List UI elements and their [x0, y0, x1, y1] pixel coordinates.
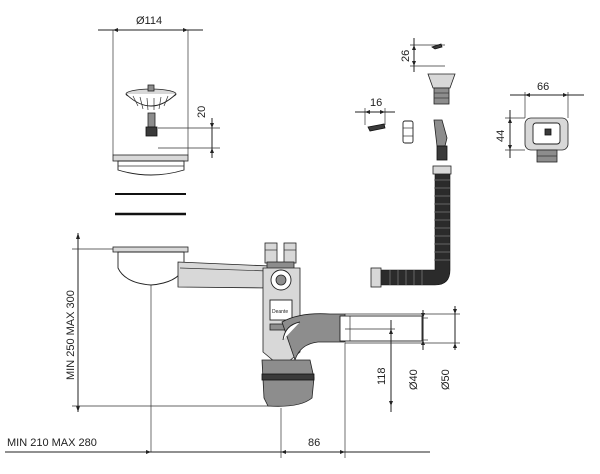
clip-16-label: 16 — [370, 97, 382, 109]
connector-44-label: 44 — [495, 130, 507, 142]
overflow-connector: 66 44 — [495, 81, 584, 163]
total-width-label: MIN 210 MAX 280 — [7, 437, 97, 449]
overflow-hose — [370, 165, 452, 288]
strainer-body — [112, 154, 189, 176]
outlet-offset-dim: 86 — [275, 343, 430, 458]
diameter-50-dim: Ø50 — [345, 306, 460, 390]
trap-cup — [261, 359, 315, 407]
clip-plate — [402, 120, 414, 144]
outlet-pipe — [281, 313, 423, 362]
strainer-basket — [125, 84, 177, 111]
diameter-114-label: Ø114 — [136, 15, 162, 27]
outlet-pipe-body — [339, 315, 423, 342]
overflow-badge-text: Deante — [272, 309, 288, 315]
clip-part: 16 — [355, 97, 414, 144]
screw-icon — [431, 43, 443, 50]
strainer-stem — [147, 112, 156, 128]
outlet-118-label: 118 — [376, 367, 388, 385]
screw-part: 26 — [400, 38, 445, 72]
connecting-pipe — [177, 261, 271, 289]
sink-strainer-installed — [112, 246, 189, 452]
diameter-50-label: Ø50 — [440, 369, 452, 390]
connector-66-label: 66 — [537, 81, 549, 93]
screw-26-label: 26 — [400, 50, 412, 62]
strainer-assembly: Ø114 20 — [98, 15, 220, 216]
overflow-body-piece — [433, 119, 448, 161]
height-20-label: 20 — [196, 106, 208, 118]
outlet-height-dim: 118 — [345, 320, 395, 412]
clip-screw-icon — [367, 123, 386, 132]
overflow-badge — [269, 299, 293, 321]
outlet-86-label: 86 — [308, 437, 320, 449]
overflow-head — [427, 73, 456, 105]
trap-body: Deante — [262, 267, 301, 363]
total-height-dim: MIN 250 MAX 300 — [65, 233, 272, 412]
diameter-40-label: Ø40 — [408, 369, 420, 390]
trap-inlets — [264, 242, 297, 271]
total-height-label: MIN 250 MAX 300 — [65, 290, 77, 380]
total-width-dim: MIN 210 MAX 280 — [5, 437, 290, 454]
